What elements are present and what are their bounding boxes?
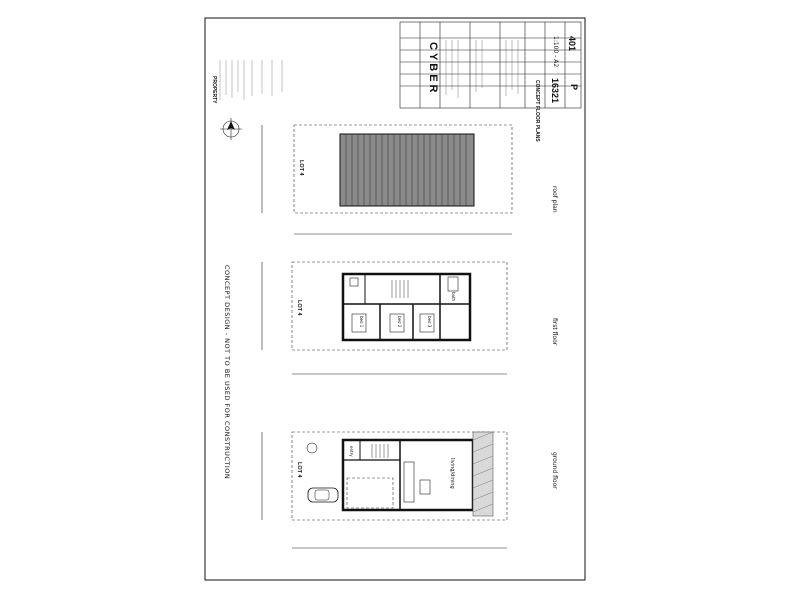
- room-bed-1: bed 1: [359, 316, 364, 328]
- title-block: CYBER CONCEPT FLOOR PLANS 16321 401 1:10…: [399, 21, 582, 142]
- first-lot-label: LOT 4: [296, 300, 302, 317]
- sheet-border: [204, 17, 586, 581]
- roof-plan-label: roof plan: [551, 186, 558, 213]
- roof-footprint: [339, 133, 475, 207]
- roof-lot-label: LOT 4: [298, 160, 304, 177]
- room-bed-3: bed 3: [427, 316, 432, 328]
- room-living-dining: living/dining: [449, 458, 455, 489]
- ground-floor-plan: living/dining entry LOT 4 ground floor: [261, 431, 558, 549]
- revision-letter: P: [569, 84, 579, 90]
- north-arrow-icon: [220, 118, 242, 140]
- car-icon: [307, 487, 339, 503]
- drawing-scale: 1:100 - A2: [552, 36, 559, 67]
- first-floor-label: first floor: [551, 318, 558, 346]
- first-floor-plan: bed 1 bed 2 bed 3 bath LOT 4 first floor: [261, 261, 558, 375]
- property-info: PROPERTY: [211, 60, 283, 104]
- drawing-subtitle: CONCEPT FLOOR PLANS: [534, 80, 540, 142]
- drawing-number: 401: [567, 36, 577, 51]
- construction-notice: CONCEPT DESIGN - NOT TO BE USED FOR CONS…: [223, 265, 231, 479]
- room-bed-2: bed 2: [397, 316, 402, 328]
- courtyard-hatch: [472, 431, 494, 517]
- roof-plan: LOT 4 roof plan: [261, 124, 558, 235]
- first-floor-walls: [341, 272, 472, 342]
- brand-name: CYBER: [427, 42, 439, 96]
- job-number: 16321: [550, 78, 560, 103]
- room-bath: bath: [451, 292, 456, 302]
- first-lot-boundary: [291, 261, 508, 351]
- property-heading: PROPERTY: [211, 76, 217, 104]
- ground-lot-boundary: [291, 431, 508, 521]
- roof-lot-boundary: [293, 124, 513, 214]
- ground-lot-label: LOT 4: [296, 462, 302, 479]
- ground-floor-label: ground floor: [551, 452, 558, 489]
- room-entry: entry: [349, 446, 354, 457]
